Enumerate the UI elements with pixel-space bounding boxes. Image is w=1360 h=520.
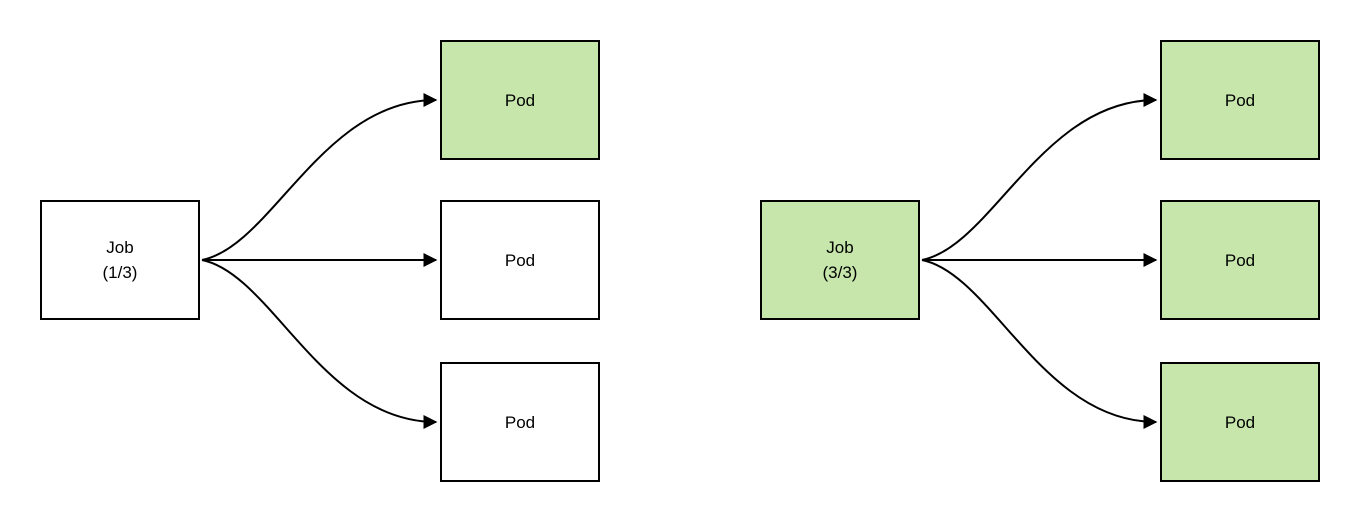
job-box-left: Job (1/3) <box>40 200 200 320</box>
pod-label: Pod <box>1224 412 1256 432</box>
pod-box-right-2: Pod <box>1160 200 1320 320</box>
job-label-line2: (3/3) <box>822 263 858 282</box>
pod-box-left-1: Pod <box>440 40 600 160</box>
pod-label: Pod <box>504 412 536 432</box>
pod-label: Pod <box>504 250 536 270</box>
arrow-left-job-to-pod-1 <box>201 93 438 261</box>
arrow-right-job-to-pod-3 <box>921 259 1158 429</box>
pod-box-left-2: Pod <box>440 200 600 320</box>
job-box-right: Job (3/3) <box>760 200 920 320</box>
job-label-line2: (1/3) <box>102 263 138 282</box>
job-label-line1: Job <box>106 238 134 257</box>
pod-label: Pod <box>1224 250 1256 270</box>
pod-label: Pod <box>1224 90 1256 110</box>
arrow-right-job-to-pod-1 <box>921 93 1158 261</box>
pod-box-right-3: Pod <box>1160 362 1320 482</box>
pod-label: Pod <box>504 90 536 110</box>
pod-box-left-3: Pod <box>440 362 600 482</box>
pod-box-right-1: Pod <box>1160 40 1320 160</box>
arrow-left-job-to-pod-3 <box>201 259 438 429</box>
job-label-line1: Job <box>826 238 854 257</box>
